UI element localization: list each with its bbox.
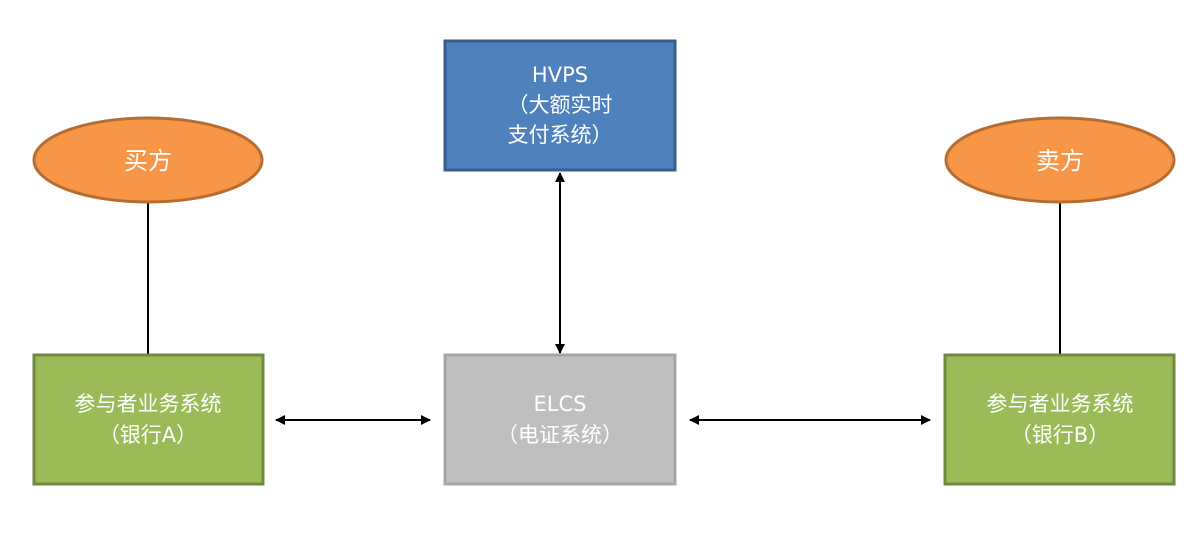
seller-ellipse: [944, 116, 1176, 204]
bank-a-box: [32, 353, 265, 486]
bank-a-label-line-2: （银行A）: [99, 423, 197, 447]
hvps-label-line-2: （大额实时: [508, 93, 613, 117]
bank-a-node: 参与者业务系统 （银行A）: [32, 353, 265, 486]
elcs-label-line-1: ELCS: [534, 392, 587, 416]
hvps-label-line-1: HVPS: [532, 63, 588, 87]
bank-b-node: 参与者业务系统 （银行B）: [943, 353, 1176, 486]
hvps-label-line-3: 支付系统）: [508, 123, 613, 147]
seller-node: 卖方: [944, 116, 1176, 204]
hvps-node: HVPS （大额实时 支付系统）: [443, 39, 677, 172]
buyer-node: 买方: [32, 116, 264, 204]
bank-b-label-line-1: 参与者业务系统: [987, 392, 1134, 416]
bank-b-label-line-2: （银行B）: [1011, 423, 1109, 447]
bank-b-box: [943, 353, 1176, 486]
buyer-ellipse: [32, 116, 264, 204]
elcs-box: [443, 353, 677, 486]
seller-label: 卖方: [1036, 147, 1084, 175]
elcs-label-line-2: （电证系统）: [497, 423, 623, 447]
bank-a-label-line-1: 参与者业务系统: [75, 392, 222, 416]
hvps-box: [443, 39, 677, 172]
buyer-label: 买方: [124, 147, 172, 175]
elcs-node: ELCS （电证系统）: [443, 353, 677, 486]
